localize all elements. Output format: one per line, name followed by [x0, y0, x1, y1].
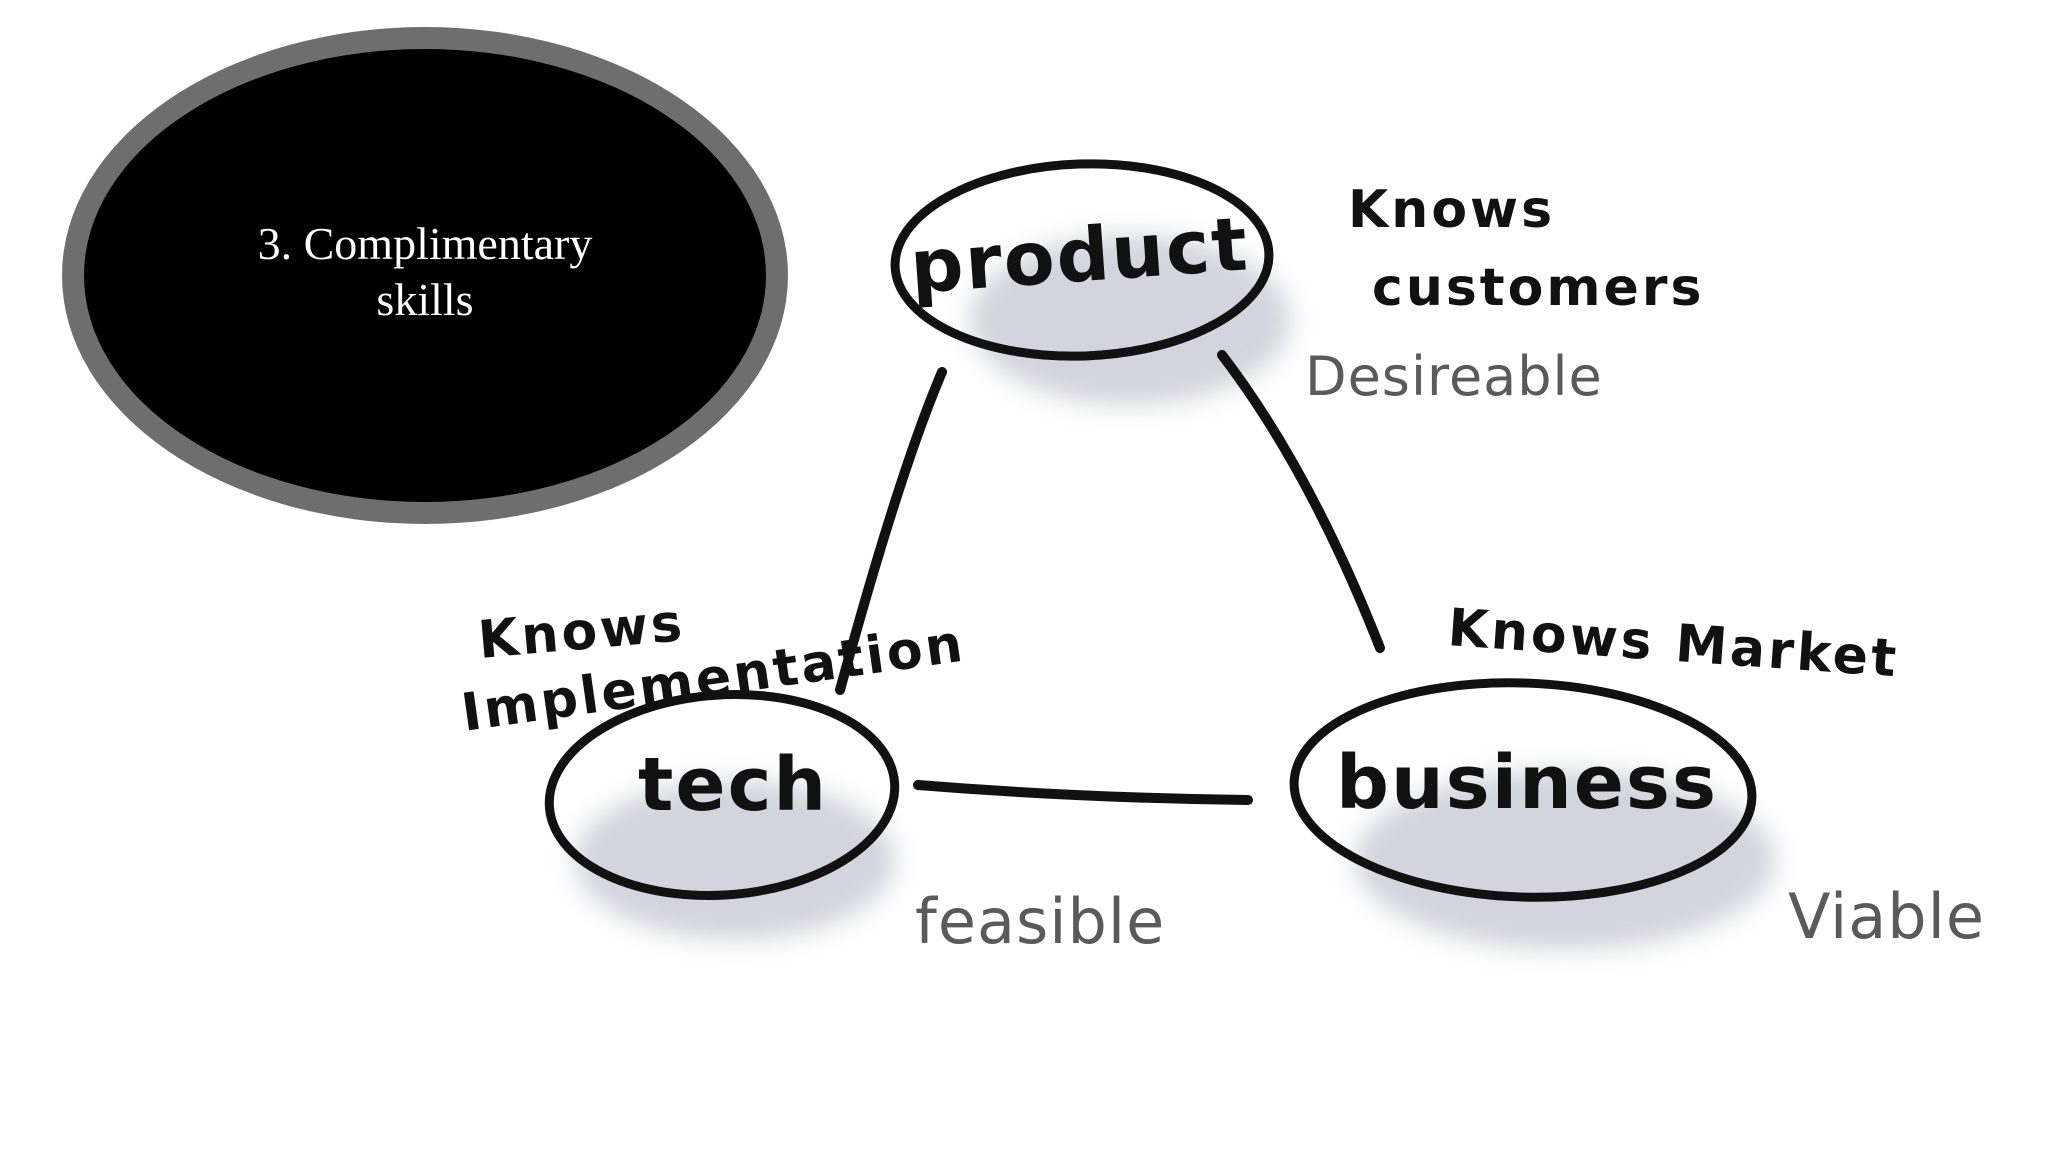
- tech-node: [544, 690, 900, 900]
- product-knows-line2: customers: [1372, 258, 1705, 318]
- edge-product-business: [1217, 350, 1385, 653]
- business-node: [1289, 678, 1757, 902]
- tech-label: tech: [638, 742, 829, 828]
- product-shadow: [970, 235, 1290, 405]
- business-label: business: [1336, 740, 1719, 826]
- tech-shadow: [575, 780, 895, 940]
- slide-title: 3. Complimentary skills: [62, 216, 788, 328]
- tech-quality: feasible: [915, 885, 1166, 958]
- product-node: [890, 159, 1274, 361]
- slide-title-line1: 3. Complimentary: [257, 218, 593, 269]
- slide-title-line2: skills: [376, 274, 474, 325]
- edge-product-tech: [835, 367, 947, 695]
- business-quality: Viable: [1788, 880, 1985, 953]
- business-shadow: [1355, 770, 1775, 950]
- product-quality: Desireable: [1305, 345, 1603, 408]
- product-knows-line1: Knows: [1348, 180, 1556, 240]
- edge-tech-business: [913, 780, 1253, 805]
